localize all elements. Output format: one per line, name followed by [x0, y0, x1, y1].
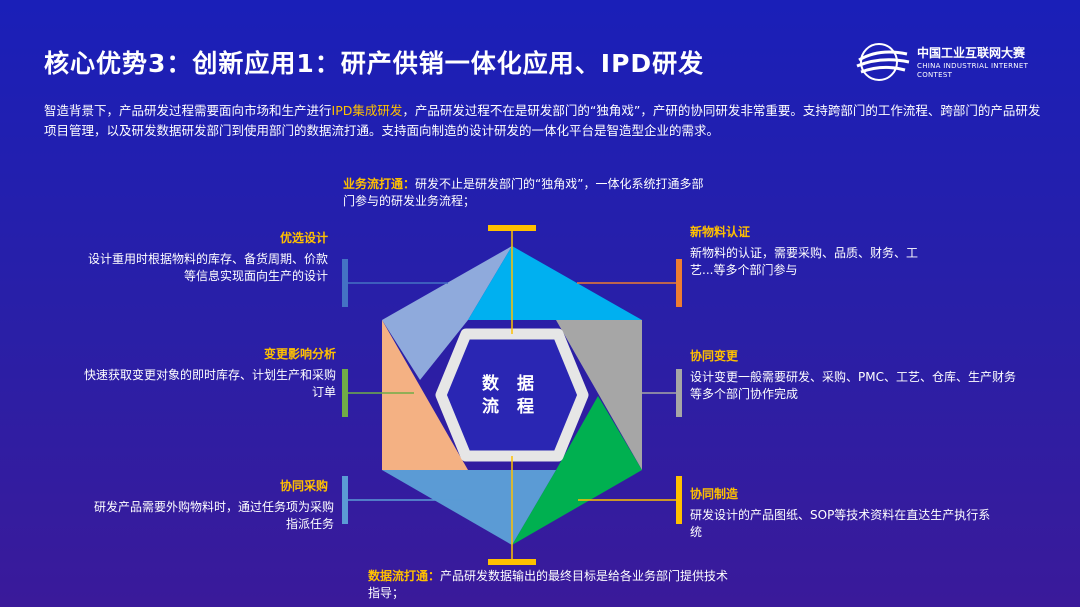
node-bottom-desc: 产品研发数据输出的最终目标是给各业务部门提供技术指导；: [368, 569, 729, 600]
marker-right3: [676, 476, 682, 524]
marker-right2: [676, 369, 682, 417]
segment-peach: [382, 320, 468, 470]
node-top-title: 业务流打通：: [343, 177, 416, 191]
node-left2: 变更影响分析 快速获取变更对象的即时库存、计划生产和采购订单: [80, 346, 336, 401]
marker-right1: [676, 259, 682, 307]
logo-cn-text: 中国工业互联网大赛: [917, 46, 1026, 60]
contest-logo: 中国工业互联网大赛 CHINA INDUSTRIAL INTERNET CONT…: [855, 38, 1050, 86]
node-left3-desc: 研发产品需要外购物料时，通过任务项为采购指派任务: [93, 500, 334, 531]
marker-left3: [342, 476, 348, 524]
page-title: 核心优势3：创新应用1：研产供销一体化应用、IPD研发: [44, 49, 705, 78]
intro-paragraph: 智造背景下，产品研发过程需要面向市场和生产进行IPD集成研发，产品研发过程不在是…: [44, 101, 1044, 141]
segment-lightblue-2: [382, 320, 468, 380]
node-right3-title: 协同制造: [690, 487, 739, 501]
center-label-line1: 数 据: [482, 374, 540, 394]
segment-gray: [556, 320, 642, 470]
marker-bottom: [488, 559, 536, 565]
segment-green: [512, 396, 642, 545]
node-left2-title: 变更影响分析: [263, 347, 336, 361]
node-right2-desc: 设计变更一般需要研发、采购、PMC、工艺、仓库、生产财务等多个部门协作完成: [690, 370, 1016, 401]
node-left3: 协同采购 研发产品需要外购物料时，通过任务项为采购指派任务: [90, 478, 334, 533]
node-left2-desc: 快速获取变更对象的即时库存、计划生产和采购订单: [83, 368, 336, 399]
node-left3-title: 协同采购: [280, 479, 329, 493]
logo-en-text: CHINA INDUSTRIAL INTERNET CONTEST: [917, 62, 1029, 79]
center-hexagon: [435, 328, 589, 462]
node-right3-desc: 研发设计的产品图纸、SOP等技术资料在直达生产执行系统: [690, 508, 991, 539]
intro-highlight: IPD集成研发: [331, 103, 403, 118]
globe-logo-icon: [856, 43, 910, 81]
marker-left2: [342, 369, 348, 417]
marker-top: [488, 225, 536, 231]
node-right1-desc: 新物料的认证，需要采购、品质、财务、工艺...等多个部门参与: [690, 246, 919, 277]
center-label-line2: 流 程: [482, 397, 540, 417]
node-right2: 协同变更 设计变更一般需要研发、采购、PMC、工艺、仓库、生产财务等多个部门协作…: [690, 348, 1020, 403]
node-top: 业务流打通：研发不止是研发部门的“独角戏”，一体化系统打通多部门参与的研发业务流…: [343, 176, 708, 210]
node-bottom-title: 数据流打通：: [368, 569, 441, 583]
node-right1-title: 新物料认证: [690, 225, 751, 239]
center-label: 数 据 流 程: [470, 373, 552, 419]
intro-part2: ，产品研发过程不在是研发部门的“独角戏”，产研的协同研发非常重要。支持跨部门的工…: [44, 103, 1041, 138]
node-right3: 协同制造 研发设计的产品图纸、SOP等技术资料在直达生产执行系统: [690, 486, 1000, 541]
node-left1: 优选设计 设计重用时根据物料的库存、备货周期、价款等信息实现面向生产的设计: [80, 230, 328, 285]
node-bottom: 数据流打通：产品研发数据输出的最终目标是给各业务部门提供技术指导；: [368, 568, 733, 602]
node-right2-title: 协同变更: [690, 349, 739, 363]
node-left1-title: 优选设计: [279, 231, 328, 245]
node-left1-desc: 设计重用时根据物料的库存、备货周期、价款等信息实现面向生产的设计: [87, 252, 328, 283]
node-right1: 新物料认证 新物料的认证，需要采购、品质、财务、工艺...等多个部门参与: [690, 224, 940, 279]
node-top-desc: 研发不止是研发部门的“独角戏”，一体化系统打通多部门参与的研发业务流程；: [343, 177, 704, 208]
marker-left1: [342, 259, 348, 307]
intro-part1: 智造背景下，产品研发过程需要面向市场和生产进行: [44, 103, 332, 118]
